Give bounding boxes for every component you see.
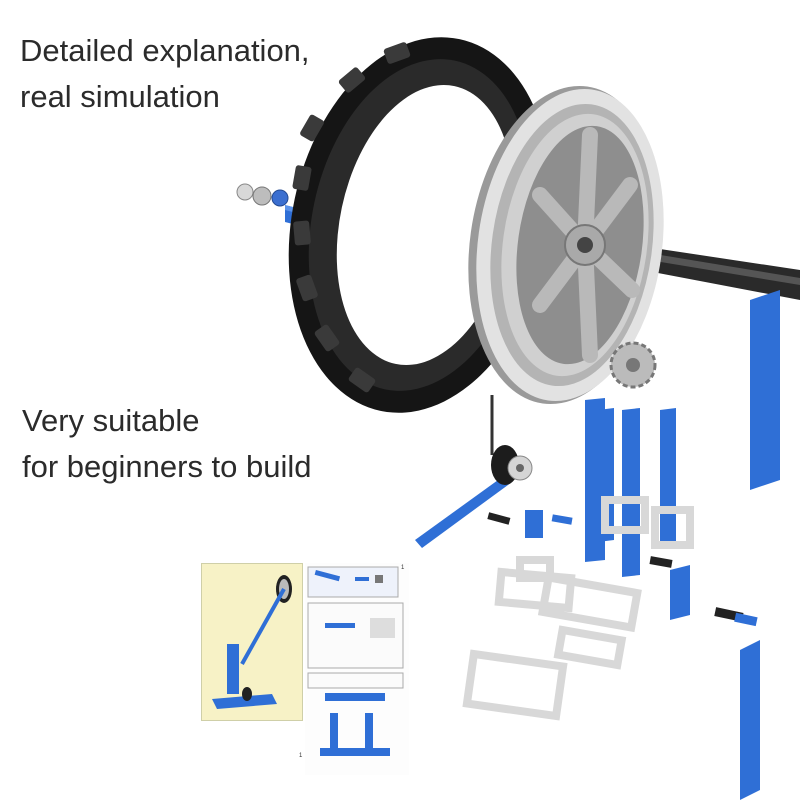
- wheel-rim: [468, 86, 664, 404]
- headline-top-line-1: Detailed explanation,: [20, 33, 310, 68]
- manual-step-diagram: [307, 566, 404, 756]
- manual-page-number: 1: [299, 753, 303, 759]
- manual-step-label: 1: [401, 565, 405, 571]
- headline-top-line-2: real simulation: [20, 79, 220, 114]
- headline-beginners: Very suitable for beginners to build: [22, 398, 312, 490]
- headline-detailed-explanation: Detailed explanation, real simulation: [20, 28, 310, 120]
- manual-cover-model-image: [212, 575, 292, 709]
- gear: [609, 341, 657, 389]
- headline-middle-line-1: Very suitable: [22, 403, 200, 438]
- manual-step-page: 1: [305, 563, 409, 775]
- manual-cover-page: [201, 563, 303, 721]
- blue-vertical-beams: [585, 290, 780, 800]
- grey-frame-pieces: [462, 496, 694, 721]
- headline-middle-line-2: for beginners to build: [22, 449, 312, 484]
- instruction-manual-preview: 1 1: [201, 563, 409, 775]
- small-wheel: [491, 445, 533, 485]
- connectors: [487, 510, 758, 627]
- blue-base-lever: [415, 395, 512, 548]
- tire: [288, 37, 552, 413]
